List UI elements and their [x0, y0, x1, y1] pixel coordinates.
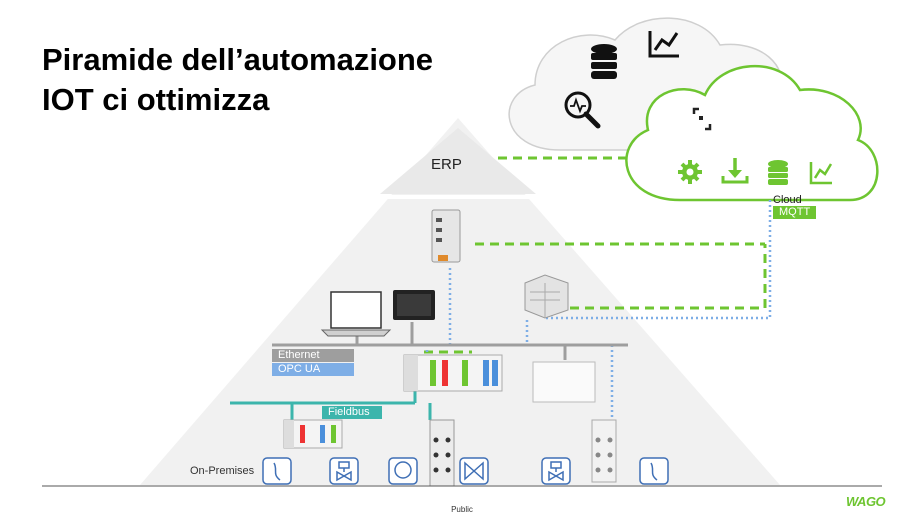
sensor-icon	[639, 457, 669, 485]
title-line-1: Piramide dell’automazione	[42, 42, 434, 77]
analytics-search-icon	[564, 91, 601, 129]
sensor-icon	[262, 457, 292, 485]
display-panel-device	[532, 361, 596, 403]
database-icon	[768, 160, 788, 185]
fieldbus-bus	[230, 390, 432, 420]
title-line-2: IOT ci ottimizza	[42, 82, 270, 117]
io-module-device	[429, 419, 455, 487]
edge-computer-device	[524, 274, 569, 319]
focus-frame-icon	[692, 107, 712, 131]
butterfly-valve-icon	[459, 457, 489, 485]
database-icon	[591, 44, 617, 79]
classification-label: Public	[451, 505, 473, 514]
ethernet-tag: Ethernet	[272, 349, 354, 362]
mqtt-dashed-links	[420, 156, 767, 380]
laptop-device	[320, 291, 392, 337]
pyramid-base-layer	[140, 118, 780, 485]
erp-label: ERP	[431, 156, 462, 173]
cloud-label: Cloud	[773, 194, 802, 206]
gear-icon	[678, 160, 702, 184]
wago-logo: WAGO	[846, 494, 886, 509]
on-premises-label: On-Premises	[190, 465, 255, 477]
edge-controller-device	[431, 209, 461, 263]
hmi-panel-device	[393, 290, 435, 320]
download-icon	[721, 158, 749, 184]
opc-ua-tag: OPC UA	[272, 363, 354, 376]
trend-chart-icon	[648, 31, 679, 58]
fieldbus-coupler-device	[283, 419, 343, 449]
io-module-device	[591, 419, 617, 483]
valve-icon	[541, 457, 571, 485]
ethernet-bus	[272, 322, 628, 360]
gauge-icon	[388, 457, 418, 485]
valve-icon	[329, 457, 359, 485]
pyramid-erp-tier	[380, 128, 536, 194]
trend-chart-icon	[809, 162, 833, 185]
mqtt-tag: MQTT	[773, 206, 817, 219]
plc-controller-device	[403, 354, 503, 392]
slide-title: Piramide dell’automazione IOT ci ottimiz…	[42, 40, 433, 120]
fieldbus-tag: Fieldbus	[322, 406, 382, 419]
